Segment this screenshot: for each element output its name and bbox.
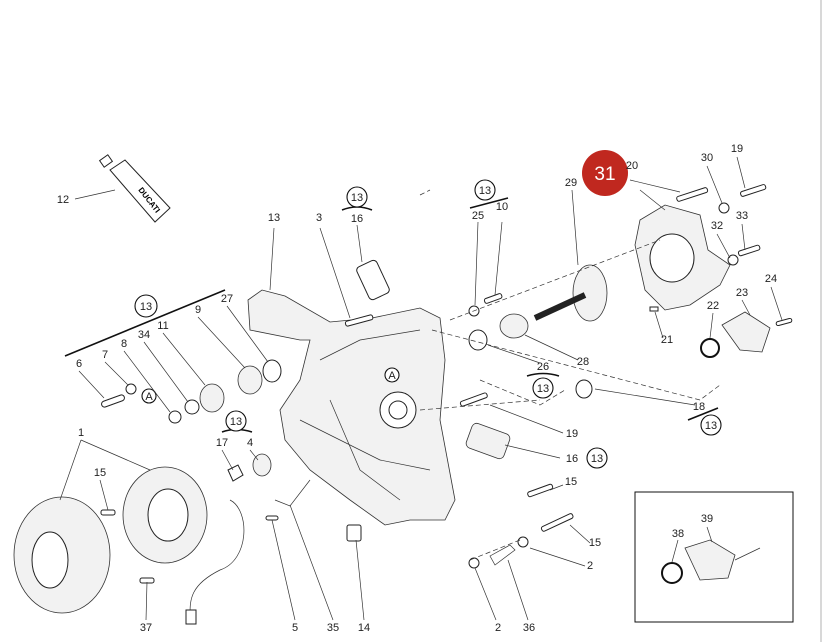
callout: 10 [496, 201, 508, 213]
callout: 26 [537, 361, 549, 373]
callout: 16 [566, 453, 578, 465]
svg-text:13: 13 [537, 383, 549, 395]
inset-alternate-parts [634, 491, 794, 623]
callout: 15 [589, 537, 601, 549]
svg-text:13: 13 [479, 185, 491, 197]
svg-text:A: A [388, 370, 396, 382]
callout: 37 [140, 622, 152, 634]
svg-text:A: A [145, 391, 153, 403]
callout: 5 [292, 622, 298, 634]
callout: 35 [327, 622, 339, 634]
stator [122, 466, 208, 564]
sealant-tube: DUCATI [98, 154, 171, 223]
callout: 38 [672, 528, 684, 540]
callout: 1 [78, 427, 84, 439]
stator-wire [189, 499, 245, 616]
callout: 24 [765, 273, 777, 285]
callout: 30 [701, 152, 713, 164]
callout: 16 [351, 213, 363, 225]
callout: 32 [711, 220, 723, 232]
callout: 15 [565, 476, 577, 488]
callout: 19 [566, 428, 578, 440]
nipple-16 [356, 259, 390, 301]
group-ref-13: 13 13 13 13 13 13 13 [134, 179, 722, 469]
callout: 13 [268, 212, 280, 224]
highlighted-callout-31[interactable]: 31 [582, 150, 628, 196]
callout: 29 [565, 177, 577, 189]
callout: 23 [736, 287, 748, 299]
svg-text:13: 13 [591, 453, 603, 465]
o-ring-22 [700, 338, 720, 358]
group-bracket-main [64, 289, 226, 357]
generator-cover [247, 289, 456, 526]
svg-text:13: 13 [351, 192, 363, 204]
callout: 19 [731, 143, 743, 155]
dowel-14 [346, 524, 362, 542]
callout: 36 [523, 622, 535, 634]
callout: 8 [121, 338, 127, 350]
callout: 22 [707, 300, 719, 312]
callout: 6 [76, 358, 82, 370]
svg-text:13: 13 [140, 301, 152, 313]
callout: 27 [221, 293, 233, 305]
pump-cover-31 [634, 204, 731, 311]
bearing-stack [101, 359, 282, 482]
callout: 20 [626, 160, 638, 172]
svg-text:13: 13 [705, 420, 717, 432]
callout: 39 [701, 513, 713, 525]
callout: 28 [577, 356, 589, 368]
nipple-16b [465, 422, 511, 460]
svg-text:13: 13 [230, 416, 242, 428]
callout: 9 [195, 304, 201, 316]
callout: 2 [495, 622, 501, 634]
callout: 33 [736, 210, 748, 222]
ref-marker-a: A A [141, 367, 400, 404]
callout: 25 [472, 210, 484, 222]
pump-seal-28 [499, 313, 529, 339]
callout-labels: 12 13 3 16 25 10 29 20 30 19 33 32 24 22… [57, 143, 777, 634]
callout: 12 [57, 194, 69, 206]
callout: 17 [216, 437, 228, 449]
callout: 14 [358, 622, 370, 634]
callout: 3 [316, 212, 322, 224]
callout: 34 [138, 329, 150, 341]
callout: 18 [693, 401, 705, 413]
callout: 7 [102, 349, 108, 361]
flywheel-rotor [13, 496, 111, 614]
callout: 11 [157, 320, 168, 332]
callout: 2 [587, 560, 593, 572]
callout: 4 [247, 437, 253, 449]
callout: 15 [94, 467, 106, 479]
svg-text:31: 31 [594, 164, 615, 185]
callout: 21 [661, 334, 673, 346]
impeller-29 [533, 264, 608, 322]
flange-23 [721, 311, 771, 353]
